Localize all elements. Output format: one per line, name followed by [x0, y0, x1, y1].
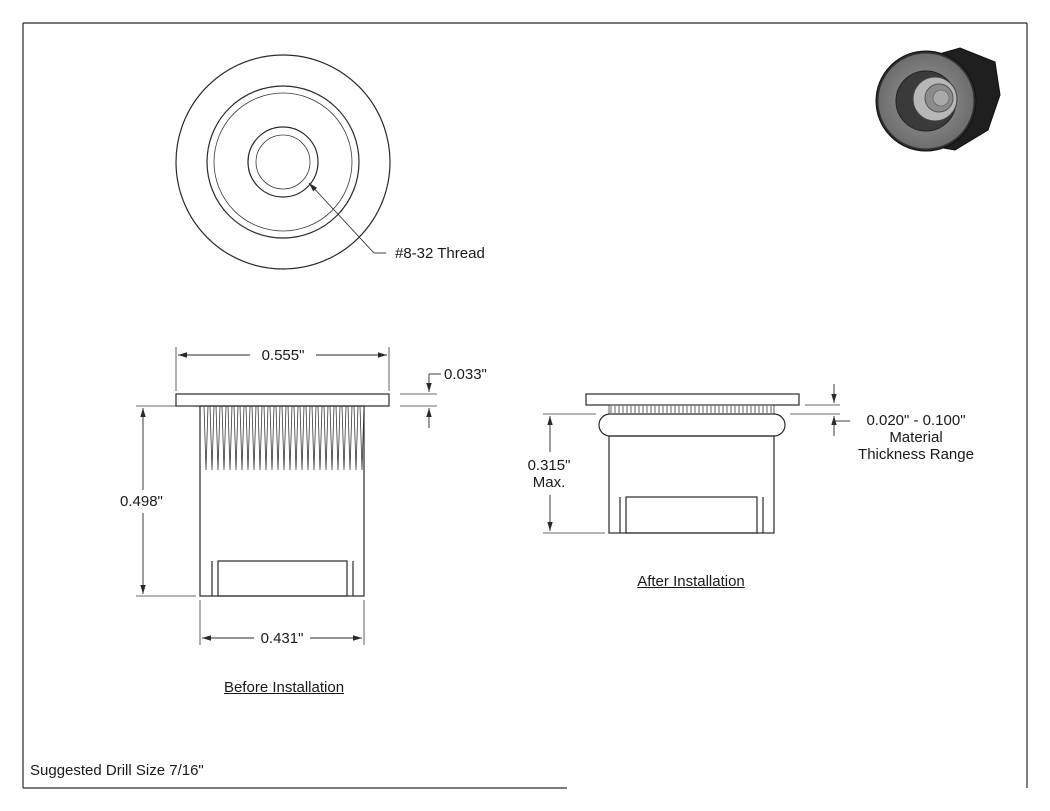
serration-tooth	[233, 405, 239, 471]
body-length-dimension: 0.498"	[120, 493, 163, 510]
serration-tooth	[281, 405, 287, 471]
thickness-range-line3: Thickness Range	[858, 446, 974, 463]
thread-callout: #8-32 Thread	[395, 245, 485, 262]
overall-diameter-dimension: 0.555"	[261, 347, 305, 364]
serration-tooth	[251, 405, 257, 471]
serration-tooth	[329, 405, 335, 471]
serration-tooth	[203, 405, 209, 471]
thickness-range-callout: 0.020" - 0.100" Material Thickness Range	[854, 412, 978, 463]
before-installation-caption: Before Installation	[223, 679, 345, 696]
isometric-render	[875, 47, 1001, 152]
serration-tooth	[275, 405, 281, 471]
serration-tooth	[323, 405, 329, 471]
serration-tooth	[221, 405, 227, 471]
serration-tooth	[353, 405, 359, 471]
serration-tooth	[341, 405, 347, 471]
installed-height-qualifier: Max.	[532, 474, 566, 491]
serration-tooth	[299, 405, 305, 471]
before-installation-view	[136, 347, 441, 645]
after-installation-caption: After Installation	[637, 573, 745, 590]
body-diameter-dimension: 0.431"	[260, 630, 304, 647]
installed-height-dimension: 0.315"	[527, 457, 571, 474]
thickness-range-value: 0.020" - 0.100"	[866, 412, 966, 429]
serration-tooth	[335, 405, 341, 471]
thickness-range-line2: Material	[889, 429, 943, 446]
serration-tooth	[227, 405, 233, 471]
serration-tooth	[311, 405, 317, 471]
serration-tooth	[257, 405, 263, 471]
serration-tooth	[263, 405, 269, 471]
sheet-border	[22, 22, 1028, 789]
serration-tooth	[239, 405, 245, 471]
top-view	[175, 54, 391, 270]
serration-tooth	[305, 405, 311, 471]
serration-tooth	[215, 405, 221, 471]
serration-tooth	[287, 405, 293, 471]
serration-tooth	[347, 405, 353, 471]
serration-tooth	[359, 405, 365, 471]
serration-tooth	[317, 405, 323, 471]
serration-tooth	[209, 405, 215, 471]
serrations	[203, 405, 365, 471]
serration-tooth	[293, 405, 299, 471]
serration-tooth	[245, 405, 251, 471]
serration-tooth	[269, 405, 275, 471]
flange-thickness-dimension: 0.033"	[444, 366, 487, 383]
drill-size-note: Suggested Drill Size 7/16"	[30, 762, 204, 779]
compressed-serrations	[610, 406, 772, 413]
thread-leader	[308, 182, 386, 254]
after-installation-view	[543, 384, 850, 534]
